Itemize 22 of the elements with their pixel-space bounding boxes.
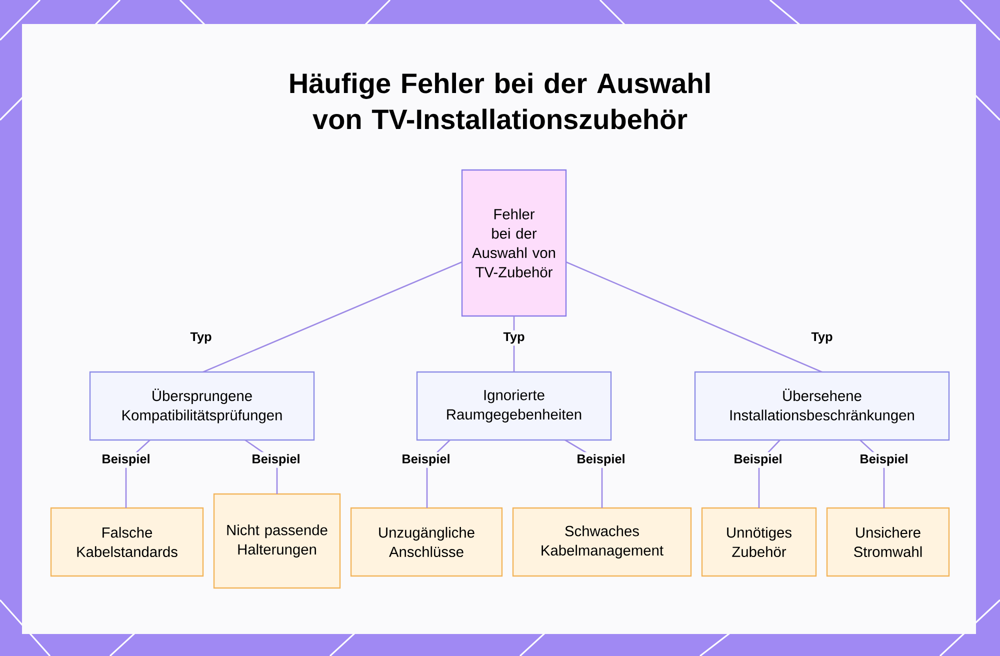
example-box: Falsche Kabelstandards: [50, 507, 204, 577]
edge-label: Beispiel: [250, 452, 302, 468]
edge-label: Beispiel: [400, 452, 452, 468]
category-box: Ignorierte Raumgegebenheiten: [416, 371, 612, 441]
root-box: Fehler bei der Auswahl von TV-Zubehör: [461, 169, 567, 317]
example-box: Unnötiges Zubehör: [701, 507, 817, 577]
edge-label: Beispiel: [100, 452, 152, 468]
category-box: Übersehene Installationsbeschränkungen: [694, 371, 950, 441]
edge-label: Typ: [188, 330, 214, 346]
example-box: Nicht passende Halterungen: [213, 493, 341, 589]
edge-label: Beispiel: [574, 452, 628, 468]
category-box: Übersprungene Kompatibilitätsprüfungen: [89, 371, 315, 441]
example-box: Schwaches Kabelmanagement: [512, 507, 692, 577]
edge-label: Typ: [501, 330, 527, 346]
connector: [566, 261, 822, 373]
example-box: Unzugängliche Anschlüsse: [350, 507, 503, 577]
edge-label: Beispiel: [858, 452, 910, 468]
title: Häufige Fehler bei der Auswahl von TV-Installationszubehör: [290, 72, 710, 130]
connector: [202, 261, 462, 373]
edge-label: Beispiel: [732, 452, 784, 468]
edge-label: Typ: [809, 330, 835, 346]
example-box: Unsichere Stromwahl: [826, 507, 950, 577]
